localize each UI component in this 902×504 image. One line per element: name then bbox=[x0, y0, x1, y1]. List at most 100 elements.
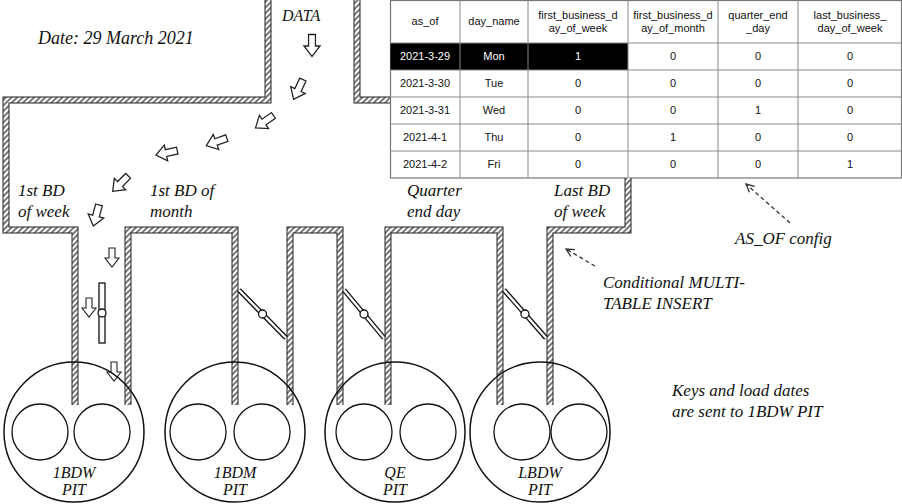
table-cell: day_name bbox=[460, 0, 528, 43]
table-cell: 0 bbox=[528, 124, 628, 151]
pit-node: LBDW PIT bbox=[468, 360, 612, 504]
config-table bbox=[390, 0, 902, 178]
table-value: Tue bbox=[485, 77, 504, 90]
table-cell: 2021-4-1 bbox=[390, 124, 460, 151]
table-value: 0 bbox=[755, 131, 761, 144]
open-gate bbox=[98, 283, 106, 343]
side-note: Keys and load dates are sent to 1BDW PIT bbox=[672, 380, 828, 423]
table-value: 0 bbox=[847, 77, 853, 90]
label-box: Quarter end day bbox=[407, 180, 469, 223]
table-cell: quarter_end_day bbox=[718, 0, 798, 43]
table-value: Thu bbox=[485, 131, 504, 144]
table-cell: 0 bbox=[798, 124, 902, 151]
pit-label: QE PIT bbox=[383, 464, 407, 498]
pit-label-box: 1BDM PIT bbox=[214, 464, 257, 498]
pit-node: 1BDW PIT bbox=[2, 360, 146, 504]
table-cell: 1 bbox=[628, 124, 718, 151]
label-box: Conditional MULTI-TABLE INSERT bbox=[603, 272, 768, 315]
table-value: 0 bbox=[670, 50, 676, 63]
closed-gates bbox=[239, 290, 546, 338]
pit-label: LBDW PIT bbox=[518, 464, 562, 498]
table-header: day_name bbox=[468, 15, 519, 28]
inner-circle bbox=[494, 404, 550, 460]
table-value: 0 bbox=[847, 104, 853, 117]
table-value: Mon bbox=[483, 50, 504, 63]
label-box: 1st BD of week bbox=[18, 180, 78, 223]
table-value: 0 bbox=[575, 158, 581, 171]
branch-label: 1st BD of week bbox=[18, 180, 78, 223]
table-cell: 0 bbox=[798, 70, 902, 97]
table-value: 0 bbox=[670, 104, 676, 117]
table-cell: 0 bbox=[798, 97, 902, 124]
table-cell: Fri bbox=[460, 151, 528, 178]
table-cell: first_business_day_of_month bbox=[628, 0, 718, 43]
table-value: 0 bbox=[575, 104, 581, 117]
table-value: 0 bbox=[575, 131, 581, 144]
table-value: 2021-3-29 bbox=[400, 50, 450, 63]
highlight-cells bbox=[391, 43, 629, 70]
branch-label: Quarter end day bbox=[407, 180, 469, 223]
table-cell: 0 bbox=[528, 97, 628, 124]
table-cell: 0 bbox=[628, 70, 718, 97]
inner-circle bbox=[336, 404, 392, 460]
pit-circle bbox=[470, 362, 610, 502]
table-value: 1 bbox=[575, 50, 581, 63]
table-cell: 0 bbox=[718, 43, 798, 70]
pit-label: 1BDW PIT bbox=[53, 464, 96, 498]
branch-label: 1st BD of month bbox=[150, 180, 228, 223]
table-value: 0 bbox=[755, 77, 761, 90]
table-header: as_of bbox=[412, 15, 439, 28]
table-cell: 1 bbox=[528, 43, 628, 70]
table-cell: Tue bbox=[460, 70, 528, 97]
table-value: 1 bbox=[755, 104, 761, 117]
pit-label-box: LBDW PIT bbox=[518, 464, 562, 498]
table-value: 0 bbox=[847, 131, 853, 144]
inner-circle bbox=[400, 404, 456, 460]
table-value: 0 bbox=[755, 158, 761, 171]
label-box: DATA bbox=[282, 6, 320, 26]
table-header: first_business_day_of_week bbox=[538, 9, 619, 35]
table-cell: Wed bbox=[460, 97, 528, 124]
table-cell: 1 bbox=[718, 97, 798, 124]
table-cell: 2021-3-29 bbox=[390, 43, 460, 70]
table-value: 0 bbox=[847, 50, 853, 63]
table-header: quarter_end_day bbox=[727, 9, 789, 35]
inner-circle bbox=[12, 404, 68, 460]
pit-circle bbox=[4, 362, 144, 502]
table-value: 2021-3-31 bbox=[400, 104, 450, 117]
pit-label: 1BDM PIT bbox=[214, 464, 257, 498]
table-header: first_business_day_of_month bbox=[633, 9, 714, 35]
table-value: Fri bbox=[488, 158, 501, 171]
inner-circle bbox=[170, 404, 226, 460]
source-label: DATA bbox=[282, 6, 320, 26]
table-value: 1 bbox=[847, 158, 853, 171]
table-cell: as_of bbox=[390, 0, 460, 43]
table-value: 0 bbox=[755, 50, 761, 63]
inner-circle bbox=[551, 404, 607, 460]
table-value: 0 bbox=[670, 77, 676, 90]
pit-node: 1BDM PIT bbox=[163, 360, 307, 504]
table-cell: 0 bbox=[628, 43, 718, 70]
table-cell: 0 bbox=[528, 70, 628, 97]
table-cell: last_business_day_of_week bbox=[798, 0, 902, 43]
table-cell: first_business_day_of_week bbox=[528, 0, 628, 43]
label-box: AS_OF config bbox=[735, 228, 832, 249]
branch-label: Last BD of week bbox=[554, 180, 622, 223]
table-value: 1 bbox=[670, 131, 676, 144]
table-cell: 0 bbox=[718, 124, 798, 151]
inner-circle bbox=[234, 404, 290, 460]
callout-note: Conditional MULTI-TABLE INSERT bbox=[603, 272, 768, 315]
table-cell: 0 bbox=[528, 151, 628, 178]
table-cell: 0 bbox=[718, 151, 798, 178]
table-value: 0 bbox=[575, 77, 581, 90]
label-box: Keys and load dates are sent to 1BDW PIT bbox=[672, 380, 828, 423]
pipe-walls bbox=[6, 0, 628, 405]
table-cell: 2021-3-30 bbox=[390, 70, 460, 97]
pit-circle bbox=[165, 362, 305, 502]
pit-label-box: 1BDW PIT bbox=[53, 464, 96, 498]
inner-circle bbox=[74, 404, 130, 460]
flow-arrows bbox=[82, 35, 320, 382]
table-cell: 2021-4-2 bbox=[390, 151, 460, 178]
table-cell: 1 bbox=[798, 151, 902, 178]
